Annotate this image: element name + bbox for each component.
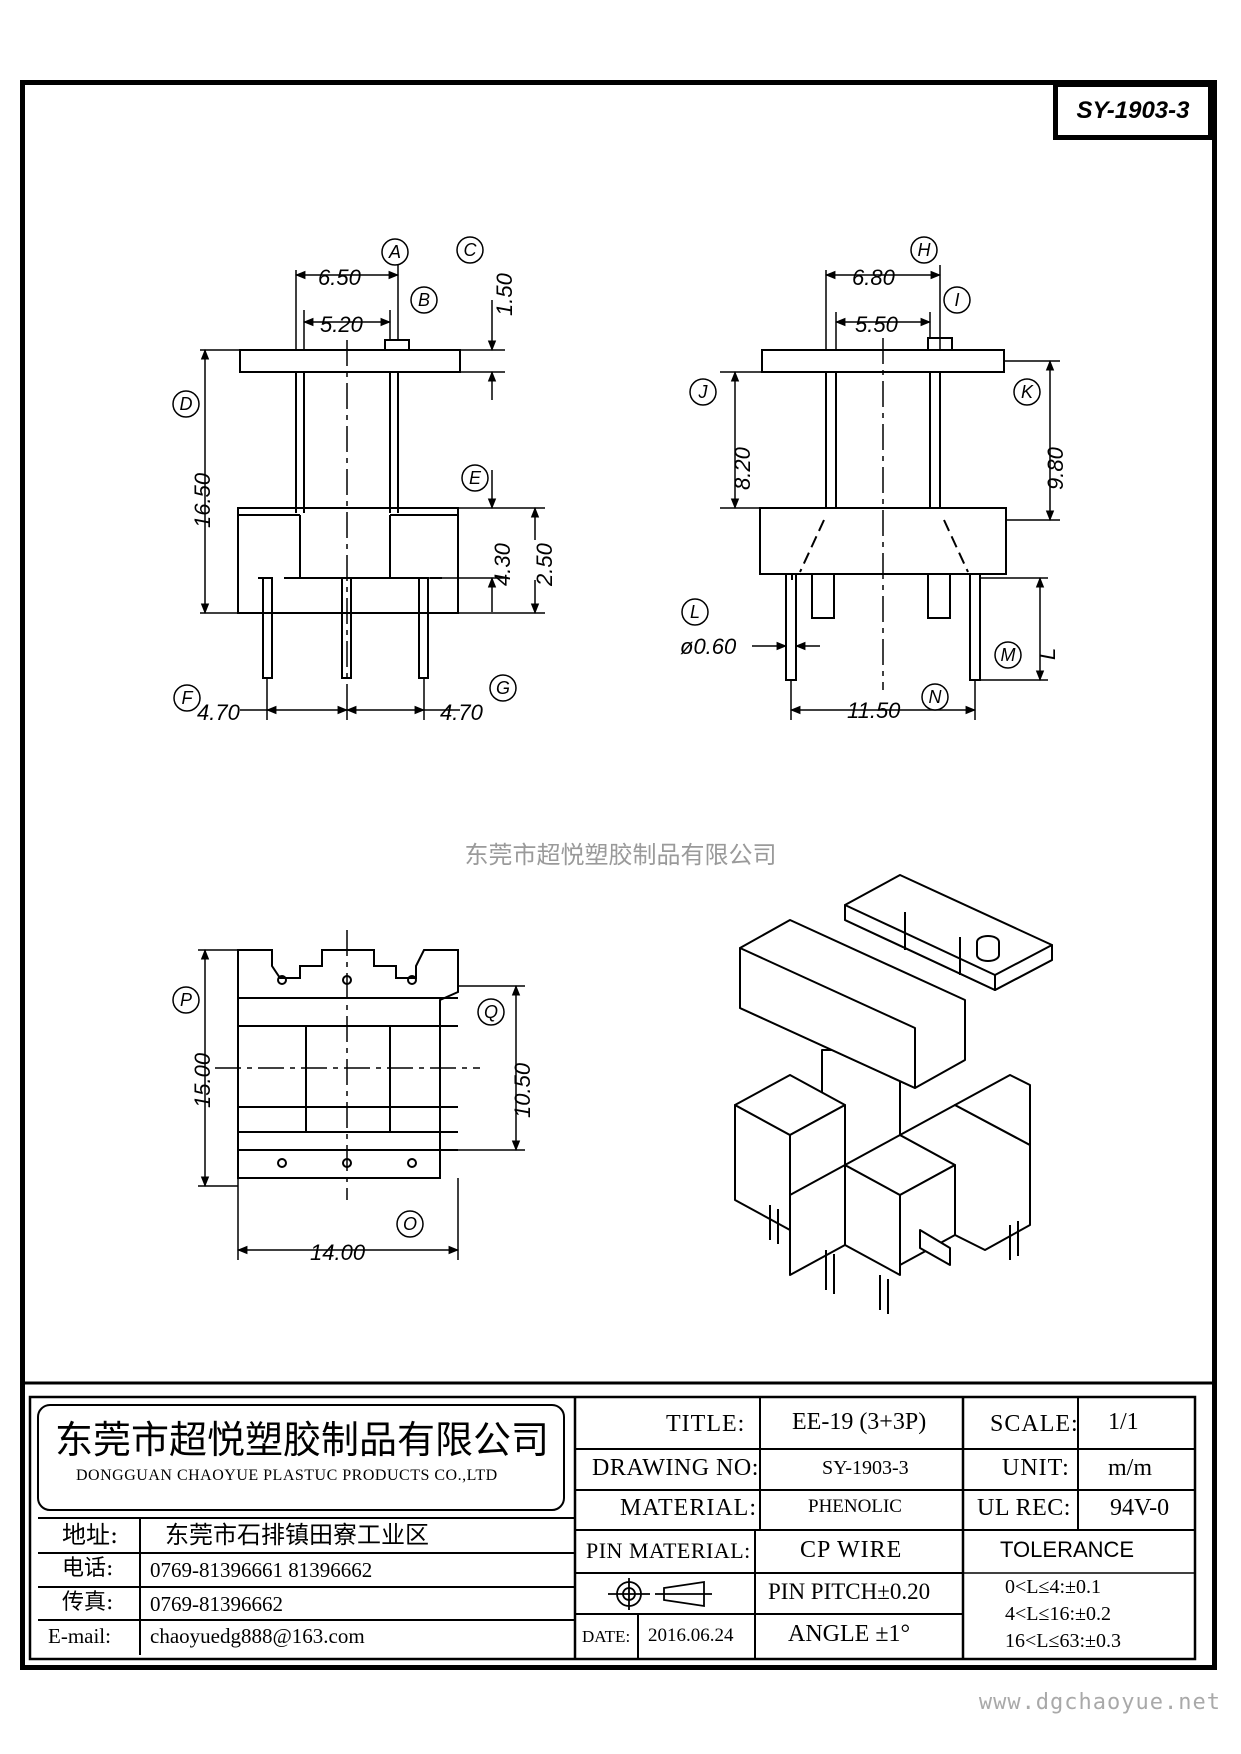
angle-tolerance: ANGLE ±1° — [788, 1621, 911, 1647]
dim-9-80: 9.80 — [1043, 446, 1068, 490]
callout-b: B — [418, 290, 430, 310]
material-label: MATERIAL: — [620, 1495, 757, 1521]
phone-value: 0769-81396661 81396662 — [150, 1558, 373, 1582]
front-view — [237, 339, 461, 690]
dim-L: L — [1035, 648, 1060, 660]
part-number-box: SY-1903-3 — [1053, 82, 1213, 140]
pin-pitch: PIN PITCH±0.20 — [768, 1579, 931, 1604]
unit-label: UNIT: — [1002, 1455, 1070, 1481]
dim-4-70-right: 4.70 — [440, 700, 484, 725]
callout-k: K — [1021, 382, 1034, 402]
drawing-no-label: DRAWING NO: — [592, 1455, 759, 1481]
callout-n: N — [929, 687, 943, 707]
address-label: 地址: — [62, 1521, 119, 1549]
callout-d: D — [180, 394, 193, 414]
email-label: E-mail: — [48, 1624, 111, 1648]
callout-p: P — [180, 990, 192, 1010]
watermark: 东莞市超悦塑胶制品有限公司 — [464, 841, 777, 869]
ul-rec-value: 94V-0 — [1110, 1495, 1170, 1521]
scale-label: SCALE: — [990, 1411, 1079, 1437]
tolerance-row-2: 4<L≤16:±0.2 — [1005, 1603, 1112, 1625]
tolerance-row-3: 16<L≤63:±0.3 — [1005, 1630, 1122, 1652]
ul-rec-label: UL REC: — [977, 1495, 1071, 1521]
title-label: TITLE: — [666, 1411, 746, 1437]
dim-10-50: 10.50 — [510, 1062, 535, 1118]
pin-material-value: CP WIRE — [800, 1537, 903, 1563]
side-dimensions — [720, 265, 1060, 720]
callout-i: I — [954, 290, 959, 310]
dim-1-50: 1.50 — [492, 272, 517, 316]
dim-0-60: ø0.60 — [680, 634, 737, 659]
tolerance-label: TOLERANCE — [1000, 1537, 1135, 1562]
dim-5-20: 5.20 — [320, 312, 364, 337]
callout-m: M — [1001, 645, 1016, 665]
projection-symbol-icon — [608, 1578, 712, 1610]
company-name-cn: 东莞市超悦塑胶制品有限公司 — [55, 1418, 550, 1462]
fax-value: 0769-81396662 — [150, 1592, 283, 1616]
callouts — [172, 236, 1041, 1238]
callout-o: O — [403, 1214, 417, 1234]
drawing-frame — [20, 80, 1217, 1670]
callout-a: A — [388, 242, 401, 262]
callout-e: E — [469, 468, 482, 488]
phone-label: 电话: — [62, 1556, 114, 1581]
front-dimensions — [200, 260, 545, 720]
dim-6-80: 6.80 — [852, 265, 896, 290]
dim-4-30: 4.30 — [490, 542, 515, 586]
bottom-view — [215, 930, 480, 1200]
dim-5-50: 5.50 — [855, 312, 899, 337]
bottom-dimensions — [198, 948, 525, 1260]
dim-14-00: 14.00 — [310, 1240, 366, 1265]
callout-h: H — [918, 240, 932, 260]
dim-8-20: 8.20 — [730, 446, 755, 490]
email-value: chaoyuedg888@163.com — [150, 1624, 365, 1648]
dim-4-70-left: 4.70 — [197, 700, 241, 725]
isometric-view — [734, 874, 1053, 1314]
dim-11-50: 11.50 — [847, 698, 901, 723]
title-value: EE-19 (3+3P) — [792, 1409, 927, 1435]
pin-material-label: PIN MATERIAL: — [586, 1538, 751, 1563]
callout-l: L — [690, 602, 700, 622]
dimension-labels: 6.50 5.20 1.50 16.50 4.30 2.50 4.70 4.70… — [190, 265, 1068, 1265]
dim-15-00: 15.00 — [190, 1052, 215, 1108]
dim-2-50: 2.50 — [532, 542, 557, 587]
part-number: SY-1903-3 — [1076, 97, 1190, 124]
fax-label: 传真: — [62, 1590, 114, 1615]
date-value: 2016.06.24 — [648, 1625, 734, 1646]
address-value: 东莞市石排镇田寮工业区 — [165, 1521, 429, 1549]
dim-16-50: 16.50 — [190, 472, 215, 528]
website-url: www.dgchaoyue.net — [978, 1690, 1221, 1715]
callout-g: G — [496, 678, 510, 698]
callout-letters: A B C D E F G H I J K L M N O P Q — [180, 240, 1034, 1234]
callout-f: F — [182, 688, 194, 708]
company-name-en: DONGGUAN CHAOYUE PLASTUC PRODUCTS CO.,LT… — [76, 1467, 498, 1484]
dim-6-50: 6.50 — [318, 265, 362, 290]
callout-c: C — [464, 240, 478, 260]
drawing-no-value: SY-1903-3 — [822, 1457, 909, 1479]
callout-j: J — [698, 382, 709, 402]
material-value: PHENOLIC — [808, 1496, 902, 1517]
callout-q: Q — [484, 1002, 498, 1022]
date-label: DATE: — [582, 1627, 631, 1646]
title-block-grid — [22, 1381, 1213, 1661]
tolerance-row-1: 0<L≤4:±0.1 — [1005, 1576, 1102, 1598]
scale-value: 1/1 — [1108, 1409, 1139, 1435]
unit-value: m/m — [1108, 1455, 1153, 1481]
